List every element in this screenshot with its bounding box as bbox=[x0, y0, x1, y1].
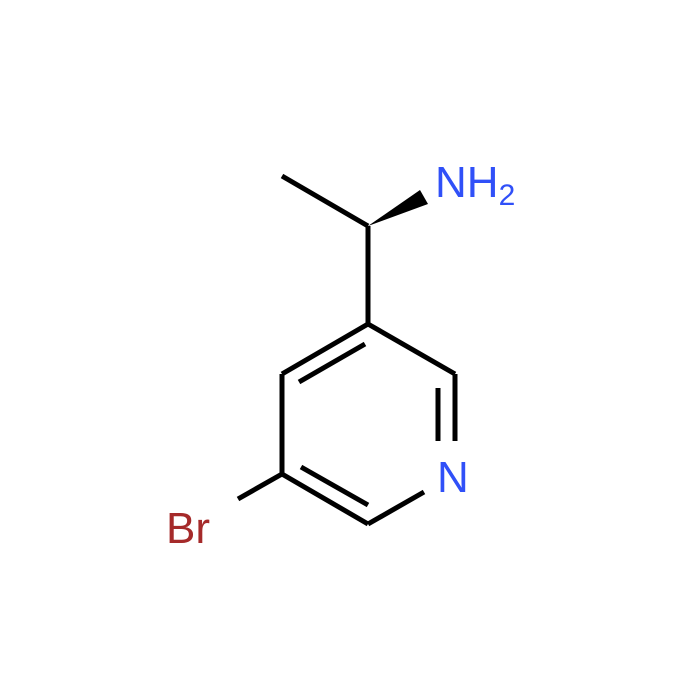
ring-bond-c5-c6-inner bbox=[299, 464, 370, 508]
amine-subscript: 2 bbox=[499, 179, 516, 212]
ring-bond-c5-c6 bbox=[280, 471, 370, 527]
ring-bond-c3-c4-inner bbox=[297, 341, 367, 385]
bromine-label: Br bbox=[166, 504, 210, 553]
ring-bond-c3-c2 bbox=[366, 321, 457, 377]
bond-methyl-chiral bbox=[280, 173, 370, 229]
bond-c5-br bbox=[236, 471, 284, 502]
ring-bond-c3-c4 bbox=[280, 321, 370, 377]
stereo-wedge-bond bbox=[368, 190, 428, 226]
amine-label: NH2 bbox=[435, 158, 515, 212]
ring-bond-c6-n1 bbox=[366, 489, 426, 527]
ring-nitrogen-label: N bbox=[437, 453, 469, 502]
